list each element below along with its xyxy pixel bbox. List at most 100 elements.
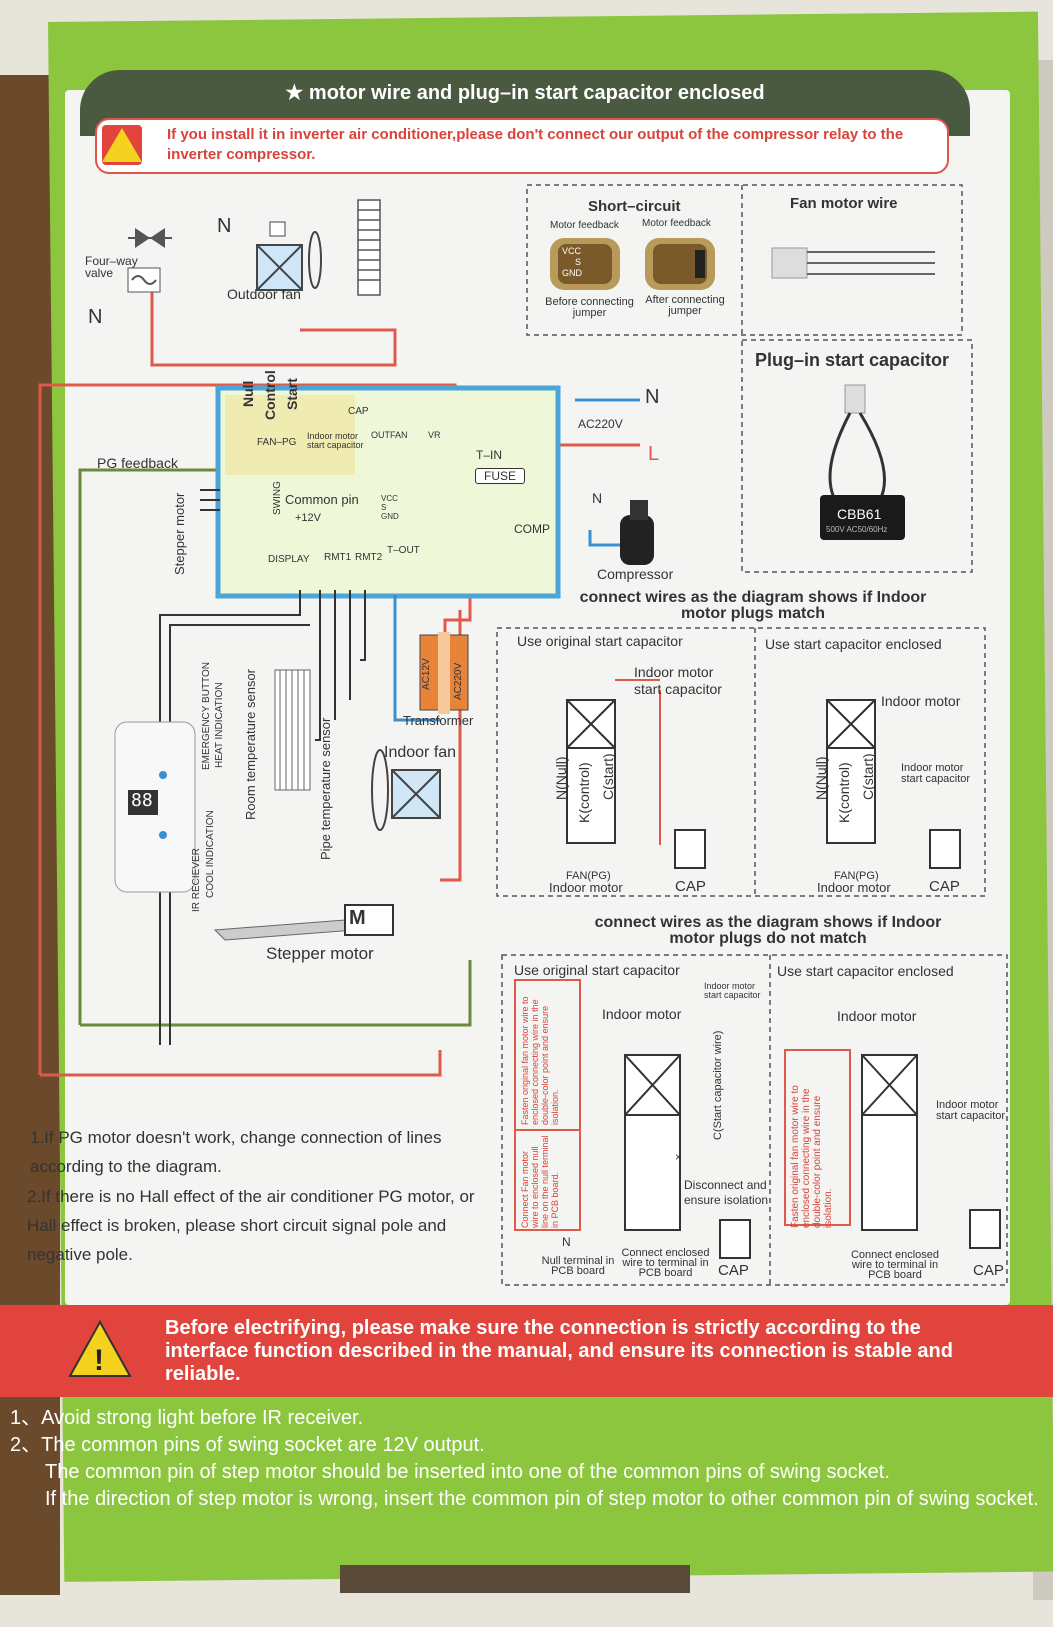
page-title: ★ motor wire and plug–in start capacitor…	[285, 82, 765, 104]
plug-in-title: Plug–in start capacitor	[755, 350, 950, 370]
warning-box	[102, 125, 142, 165]
display-module-icon	[114, 721, 196, 893]
nomatch-right-cap-label: Indoor motor start capacitor	[936, 1099, 1006, 1122]
room-sensor-label: Room temperature sensor	[243, 668, 258, 820]
tip-2: 2、The common pins of swing socket are 12…	[10, 1434, 485, 1456]
stepper-motor-vertical: Stepper motor	[172, 492, 187, 575]
plug-pin-vcc: VCC	[562, 246, 582, 256]
nomatch-c-start-wire: C(Start capacitor wire)	[712, 1030, 724, 1140]
match-left-fanpg: FAN(PG)	[566, 870, 611, 882]
bottom-warning-triangle: !	[68, 1320, 132, 1377]
nomatch-left-connect-enclosed: Connect enclosed wire to terminal in PCB…	[621, 1247, 710, 1279]
s-label: S	[381, 503, 387, 512]
rmt1-label: RMT1	[324, 552, 352, 563]
cap-rating: 500V AC50/60Hz	[826, 525, 888, 534]
four-way-valve-label: Four–way valve	[85, 254, 138, 280]
indoor-motor-cap-label: Indoor motor start capacitor	[307, 431, 364, 450]
pipe-sensor-label: Pipe temperature sensor	[318, 717, 333, 860]
tip-4: If the direction of step motor is wrong,…	[45, 1488, 1039, 1510]
stepper-motor-label: Stepper motor	[266, 944, 374, 963]
heat-indication-label: HEAT INDICATION	[214, 682, 225, 768]
nomatch-left-fasten: Fasten original fan motor wire to enclos…	[520, 996, 560, 1125]
match-left-cap: CAP	[675, 878, 706, 895]
plug-in-box	[741, 339, 973, 573]
inverter-warning-text: If you install it in inverter air condit…	[167, 126, 904, 163]
tips-section: 1、Avoid strong light before IR receiver.…	[10, 1405, 1050, 1513]
match-left-cap-label: Indoor motor start capacitor	[634, 664, 722, 697]
match-wires	[615, 679, 661, 845]
pcb-board	[215, 385, 561, 599]
blue-wires	[393, 398, 640, 722]
comp-label: COMP	[514, 522, 550, 536]
after-connecting: After connecting jumper	[645, 294, 725, 317]
match-right-cap-label: Indoor motor start capacitor	[901, 762, 971, 785]
match-right-fanpg: FAN(PG)	[834, 870, 879, 882]
nomatch-right-connect-enclosed: Connect enclosed wire to terminal in PCB…	[850, 1249, 940, 1281]
pg-feedback-label: PG feedback	[97, 455, 178, 471]
short-circuit-title: Short–circuit	[588, 198, 681, 215]
before-connecting: Before connecting jumper	[545, 296, 634, 319]
n-compressor-label: N	[592, 490, 603, 506]
nomatch-right-cap: CAP	[973, 1262, 1004, 1279]
fuse-label: FUSE	[475, 468, 526, 484]
nomatch-right-motor: Indoor motor	[837, 1008, 917, 1024]
tip-1: 1、Avoid strong light before IR receiver.	[10, 1407, 364, 1429]
indoor-fan-icon	[371, 749, 441, 831]
match-right-motor: Indoor motor	[817, 880, 891, 895]
rmt2-label: RMT2	[355, 552, 383, 563]
start-label: Start	[284, 378, 300, 410]
match-right-motor-label: Indoor motor	[881, 693, 961, 709]
t-in-label: T–IN	[476, 448, 503, 462]
inverter-warning: If you install it in inverter air condit…	[95, 118, 949, 174]
nomatch-right-fasten: Fasten original fan motor wire to enclos…	[790, 1085, 834, 1228]
bottom-warning-banner: Before electrifying, please make sure th…	[0, 1305, 1053, 1397]
nomatch-n-label: N	[562, 1235, 571, 1249]
vcc-label: VCC	[381, 494, 398, 503]
motor-m-label: M	[349, 907, 366, 929]
match-motor-icons	[566, 699, 961, 869]
fan-pg-label: FAN–PG	[257, 437, 297, 448]
match-box	[496, 627, 986, 897]
box-flap	[340, 1565, 690, 1593]
compressor-icon	[620, 500, 654, 565]
compressor-label: Compressor	[597, 566, 674, 582]
plug-pin-gnd: GND	[562, 268, 582, 278]
note-1: 1.If PG motor doesn't work, change conne…	[30, 1128, 442, 1176]
outdoor-fan-label: Outdoor fan	[227, 286, 301, 302]
transformer-icon	[419, 632, 469, 714]
ac12v-label: AC12V	[421, 658, 432, 690]
null-label: Null	[240, 380, 256, 407]
cap-pcb-label: CAP	[348, 406, 369, 417]
outdoor-fan-icon	[256, 221, 322, 291]
match-heading: connect wires as the diagram shows if In…	[579, 589, 927, 622]
nomatch-connect-fan: Connect Fan motor wire to enclosed null …	[520, 1135, 560, 1228]
motor-feedback-right: Motor feedback	[642, 218, 711, 229]
short-circuit-box	[526, 184, 963, 336]
nomatch-x-mark: ×	[675, 1150, 683, 1164]
plug-pin-s: S	[575, 257, 582, 267]
match-right-start: C(start)	[860, 753, 876, 800]
four-way-valve-icon	[127, 228, 172, 293]
common-pin-label: Common pin	[285, 492, 359, 507]
match-right-control: K(control)	[836, 762, 852, 823]
outfan-label: OUTFAN	[371, 430, 408, 440]
l-right-label: L	[648, 443, 660, 465]
display-digits: 88	[131, 790, 153, 811]
match-right-null: N(Null)	[813, 756, 829, 800]
svg-text:!: !	[94, 1344, 104, 1377]
n-top-label: N	[217, 215, 232, 237]
match-left-null: N(Null)	[553, 756, 569, 800]
nomatch-left-cap-label: Indoor motor start capacitor	[704, 981, 761, 1000]
nomatch-right-title: Use start capacitor enclosed	[777, 963, 954, 979]
nomatch-motor-icons	[624, 1054, 1001, 1259]
plus12v-label: +12V	[295, 512, 321, 524]
plug-in-capacitor-icon	[820, 384, 905, 540]
control-label: Control	[262, 370, 278, 420]
evaporator-icon	[274, 669, 311, 791]
ir-receiver-label: IR RECIEVER	[191, 848, 202, 912]
n-right-label: N	[645, 386, 660, 408]
match-right-cap: CAP	[929, 878, 960, 895]
match-left-control: K(control)	[576, 762, 592, 823]
gnd-label: GND	[381, 512, 399, 521]
